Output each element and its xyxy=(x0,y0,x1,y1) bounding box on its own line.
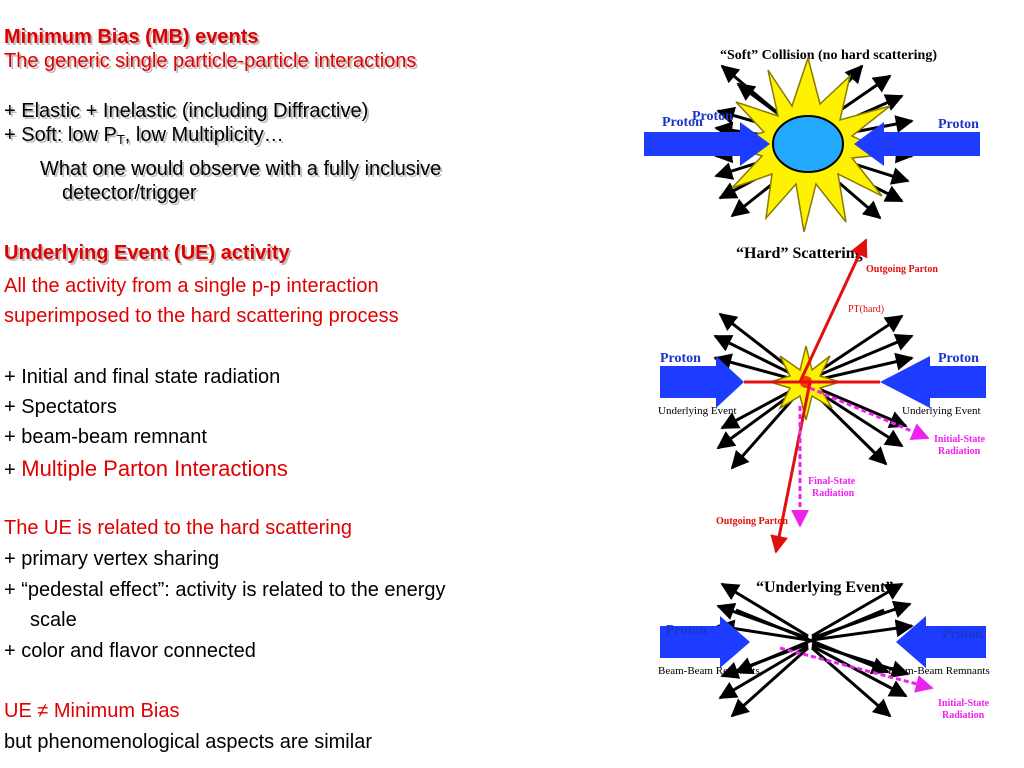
mb-observe-line1: What one would observe with a fully incl… xyxy=(40,158,442,180)
ue-isr-arrow xyxy=(779,646,934,693)
mb-line1: + Elastic + Inelastic (including Diffrac… xyxy=(4,100,369,122)
ue-isr-label-line1: Initial-State xyxy=(938,698,990,709)
soft-title: “Soft” Collision (no hard scattering) xyxy=(720,48,937,63)
hard-isr-label-line2: Radiation xyxy=(938,446,981,457)
hard-fsr-label-line2: Radiation xyxy=(812,488,855,499)
mb-line2: + Soft: low PT, low Multiplicity… xyxy=(4,124,284,147)
ue-desc2: superimposed to the hard scattering proc… xyxy=(4,305,399,327)
underlying-event-panel: “Underlying Event” Proton xyxy=(658,579,990,721)
ue-isr-label-line2: Radiation xyxy=(942,710,985,721)
ue-panel-arrows xyxy=(716,582,914,718)
ue-right-bbr-label: Beam-Beam Remnants xyxy=(888,665,990,677)
soft-right-proton-arrow xyxy=(854,122,980,166)
hard-left-proton-label: Proton xyxy=(660,351,701,366)
ue-panel-title: “Underlying Event” xyxy=(756,579,893,596)
mb-observe-line2: detector/trigger xyxy=(62,182,197,204)
ue-left-proton-arrow xyxy=(660,616,750,668)
soft-left-proton-label2: Proton xyxy=(692,109,733,124)
ue-item3: + beam-beam remnant xyxy=(4,426,207,448)
ue-item4-prefix: + xyxy=(4,459,22,481)
hard-right-ue-label: Underlying Event xyxy=(902,405,981,417)
final-note: but phenomenological aspects are similar xyxy=(4,731,372,753)
mb-title: Minimum Bias (MB) events xyxy=(4,26,259,48)
hard-outgoing-parton-bottom xyxy=(770,381,812,554)
ue-desc1: All the activity from a single p-p inter… xyxy=(4,275,379,297)
hard-left-ue-label: Underlying Event xyxy=(658,405,737,417)
hard-pt-label: PT(hard) xyxy=(848,304,884,315)
ue-left-bbr-label: Beam-Beam Remnants xyxy=(658,665,760,677)
rel-title: The UE is related to the hard scattering xyxy=(4,517,352,539)
hard-isr-arrow xyxy=(809,386,930,440)
ue-item2: + Spectators xyxy=(4,396,117,418)
ue-right-proton-arrow xyxy=(896,616,986,668)
mb-line2-sub: T xyxy=(116,132,125,147)
soft-right-proton-label: Proton xyxy=(938,117,979,132)
ue-item4-mpi: Multiple Parton Interactions xyxy=(21,456,288,481)
soft-left-proton-label: Proton xyxy=(662,115,703,130)
collision-diagrams: “Soft” Collision (no hard scattering) xyxy=(644,48,990,721)
hard-left-proton-arrow xyxy=(660,356,744,408)
ue-item1: + Initial and final state radiation xyxy=(4,366,281,388)
ue-item4: + Multiple Parton Interactions xyxy=(4,456,288,482)
hard-outgoing-parton-top xyxy=(798,238,868,383)
hard-right-proton-arrow xyxy=(880,356,986,408)
mb-line2-suffix: , low Multiplicity… xyxy=(124,124,284,146)
mb-subtitle: The generic single particle-particle int… xyxy=(4,50,417,72)
ue-right-proton-label: Proton xyxy=(942,627,983,642)
mb-line2-prefix: + Soft: low P xyxy=(4,124,117,146)
ue-neq-mb: UE ≠ Minimum Bias xyxy=(4,700,180,722)
hard-outgoing-bottom-label: Outgoing Parton xyxy=(716,516,788,527)
ue-left-proton-label: Proton xyxy=(666,623,707,638)
hard-scattering-panel: “Hard” Scattering xyxy=(658,238,986,554)
hard-isr-label-line1: Initial-State xyxy=(934,434,986,445)
soft-left-proton-arrow xyxy=(644,122,770,166)
rel-item2: + “pedestal effect”: activity is related… xyxy=(4,579,446,601)
hard-title: “Hard” Scattering xyxy=(736,245,863,262)
rel-item2-cont: scale xyxy=(30,609,77,631)
hard-fsr-label-line1: Final-State xyxy=(808,476,856,487)
rel-item1: + primary vertex sharing xyxy=(4,548,220,570)
hard-right-proton-label: Proton xyxy=(938,351,979,366)
soft-collision-panel: “Soft” Collision (no hard scattering) xyxy=(644,48,980,233)
rel-item3: + color and flavor connected xyxy=(4,640,256,662)
hard-outgoing-top-label: Outgoing Parton xyxy=(866,264,938,275)
ue-title: Underlying Event (UE) activity xyxy=(4,242,290,264)
soft-collision-blob xyxy=(772,115,844,173)
